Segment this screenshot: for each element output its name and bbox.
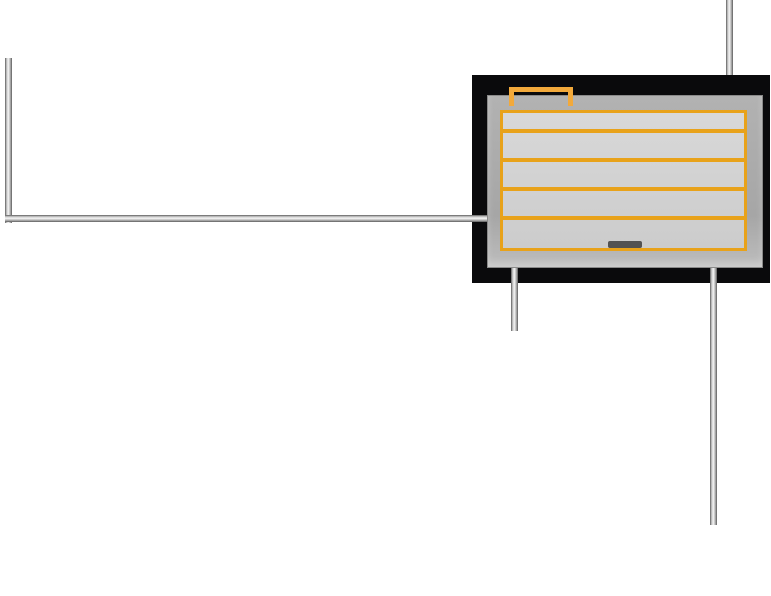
pipe-bottom-right <box>710 265 717 525</box>
panel-mark <box>608 241 642 248</box>
handle-bracket-icon <box>509 87 573 106</box>
pipe-left-vertical <box>5 58 12 223</box>
heating-stripe <box>503 158 744 162</box>
heating-stripe <box>503 216 744 220</box>
pipe-top-right <box>726 0 733 78</box>
pipe-bottom-center <box>511 265 518 331</box>
heating-panel <box>500 110 747 251</box>
heating-stripe <box>503 129 744 133</box>
pipe-left-horizontal <box>5 215 489 222</box>
heating-stripe <box>503 187 744 191</box>
